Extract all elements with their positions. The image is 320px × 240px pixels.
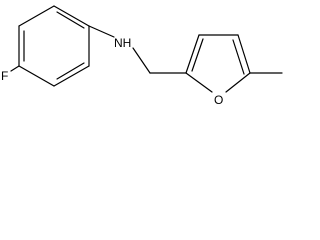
furan-bond bbox=[185, 72, 213, 93]
fluorine-label: F bbox=[1, 69, 8, 83]
ring-double-bond bbox=[56, 11, 85, 29]
furan-bond bbox=[225, 72, 251, 93]
ring-double-bond bbox=[56, 62, 85, 80]
furan-double-bond bbox=[232, 39, 245, 75]
chemical-structure: F NH O bbox=[1, 5, 283, 107]
c-n-bond bbox=[88, 25, 115, 38]
fluorophenyl-ring bbox=[18, 5, 90, 87]
furan-double-bond bbox=[191, 38, 204, 72]
ring-bond bbox=[18, 65, 55, 87]
ring-bond bbox=[53, 65, 90, 87]
furan-bond bbox=[185, 34, 200, 74]
furan-bond bbox=[237, 34, 251, 74]
furan-ring bbox=[185, 34, 251, 93]
c-f-bond bbox=[10, 65, 20, 72]
n-ch2-bond bbox=[132, 47, 151, 74]
amine-label: NH bbox=[114, 36, 131, 50]
ring-bond bbox=[18, 5, 55, 27]
oxygen-label: O bbox=[214, 93, 223, 107]
ring-bond bbox=[53, 5, 90, 27]
